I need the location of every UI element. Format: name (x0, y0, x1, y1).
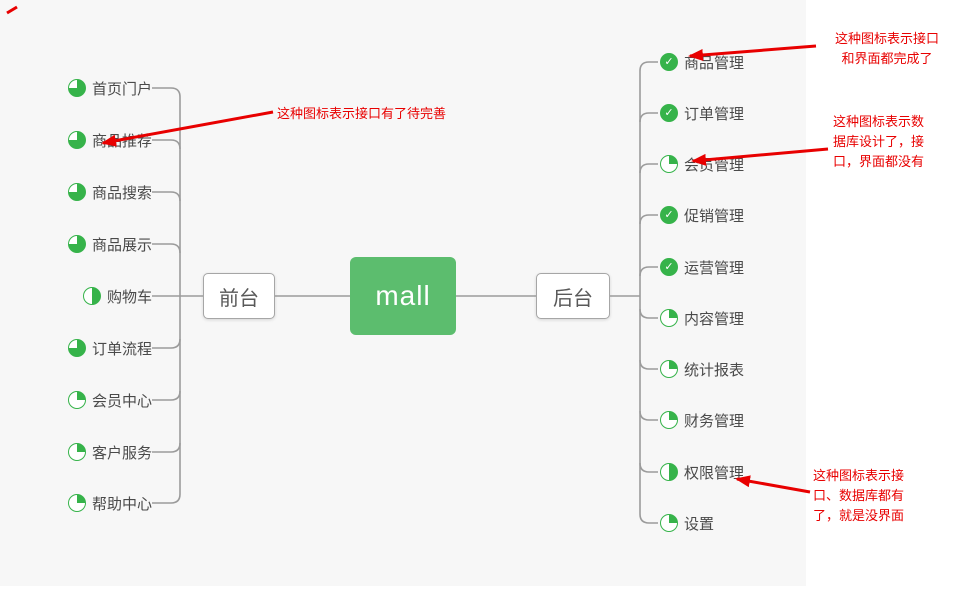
progress-pie-icon (67, 183, 86, 201)
topic-order-flow[interactable]: 订单流程 (67, 337, 152, 359)
topic-customer-service[interactable]: 客户服务 (67, 441, 152, 463)
progress-pie-icon (67, 79, 86, 97)
annotation-no-ui: 这种图标表示接 口、数据库都有 了，就是没界面 (813, 466, 904, 526)
topic-label: 订单管理 (684, 105, 745, 123)
topic-label: 首页门户 (91, 80, 152, 98)
annotation-db-only: 这种图标表示数 据库设计了，接 口，界面都没有 (833, 112, 924, 172)
progress-pie-icon (67, 235, 86, 253)
topic-label: 权限管理 (684, 464, 745, 482)
topic-member-center[interactable]: 会员中心 (67, 389, 152, 411)
topic-permission-mgmt[interactable]: 权限管理 (660, 461, 744, 483)
branch-frontend-label: 前台 (219, 287, 259, 310)
topic-product-display[interactable]: 商品展示 (67, 233, 152, 255)
topic-operation-mgmt[interactable]: 运营管理 (660, 256, 744, 278)
annotation-all-done: 这种图标表示接口 和界面都完成了 (818, 29, 956, 69)
progress-pie-icon (660, 309, 678, 327)
branch-backend-label: 后台 (553, 287, 593, 310)
progress-pie-icon (660, 411, 678, 429)
progress-pie-icon (67, 131, 86, 149)
topic-label: 订单流程 (91, 340, 152, 358)
topic-home-portal[interactable]: 首页门户 (67, 77, 152, 99)
progress-pie-icon (660, 514, 678, 532)
progress-check-icon (660, 53, 678, 71)
topic-label: 会员管理 (684, 156, 745, 174)
topic-help-center[interactable]: 帮助中心 (67, 492, 152, 514)
progress-pie-icon (67, 339, 86, 357)
topic-label: 商品管理 (684, 54, 745, 72)
annotation-line: 这种图标表示接 (813, 468, 905, 483)
topic-finance-mgmt[interactable]: 财务管理 (660, 409, 744, 431)
topic-label: 内容管理 (684, 310, 745, 328)
topic-product-mgmt[interactable]: 商品管理 (660, 51, 744, 73)
root-topic-label: mall (375, 280, 431, 311)
progress-pie-icon (67, 391, 86, 409)
topic-order-mgmt[interactable]: 订单管理 (660, 102, 744, 124)
topic-label: 帮助中心 (91, 495, 152, 513)
topic-label: 促销管理 (684, 207, 745, 225)
topic-label: 财务管理 (684, 412, 745, 430)
topic-member-mgmt[interactable]: 会员管理 (660, 153, 744, 175)
progress-pie-icon (67, 443, 86, 461)
topic-product-search[interactable]: 商品搜索 (67, 181, 152, 203)
topic-promotion-mgmt[interactable]: 促销管理 (660, 204, 744, 226)
progress-pie-icon (67, 494, 86, 512)
topic-label: 设置 (684, 515, 715, 533)
annotation-line: 这种图标表示接口有了待完善 (277, 106, 447, 121)
branch-backend[interactable]: 后台 (536, 273, 610, 319)
progress-check-icon (660, 104, 678, 122)
branch-frontend[interactable]: 前台 (203, 273, 275, 319)
annotation-line: 和界面都完成了 (841, 51, 933, 66)
progress-pie-icon (660, 463, 678, 481)
root-topic-mall[interactable]: mall (350, 257, 456, 335)
annotation-line: 了，就是没界面 (813, 508, 905, 523)
topic-label: 统计报表 (684, 361, 745, 379)
topic-label: 商品搜索 (91, 184, 152, 202)
topic-shopping-cart[interactable]: 购物车 (82, 285, 152, 307)
topic-label: 商品展示 (91, 236, 152, 254)
topic-statistics-report[interactable]: 统计报表 (660, 358, 744, 380)
topic-label: 购物车 (106, 288, 152, 306)
topic-content-mgmt[interactable]: 内容管理 (660, 307, 744, 329)
topic-label: 运营管理 (684, 259, 745, 277)
annotation-line: 这种图标表示数 (833, 114, 925, 129)
progress-check-icon (660, 258, 678, 276)
annotation-line: 口，界面都没有 (833, 154, 925, 169)
progress-pie-icon (660, 155, 678, 173)
progress-check-icon (660, 206, 678, 224)
annotation-line: 口、数据库都有 (813, 488, 905, 503)
topic-product-recommend[interactable]: 商品推荐 (67, 129, 152, 151)
annotation-interface-incomplete: 这种图标表示接口有了待完善 (277, 104, 446, 124)
annotation-line: 据库设计了，接 (833, 134, 925, 149)
topic-label: 会员中心 (91, 392, 152, 410)
progress-pie-icon (82, 287, 101, 305)
topic-label: 商品推荐 (91, 132, 152, 150)
topic-settings[interactable]: 设置 (660, 512, 714, 534)
progress-pie-icon (660, 360, 678, 378)
topic-label: 客户服务 (91, 444, 152, 462)
annotation-line: 这种图标表示接口 (834, 31, 939, 46)
